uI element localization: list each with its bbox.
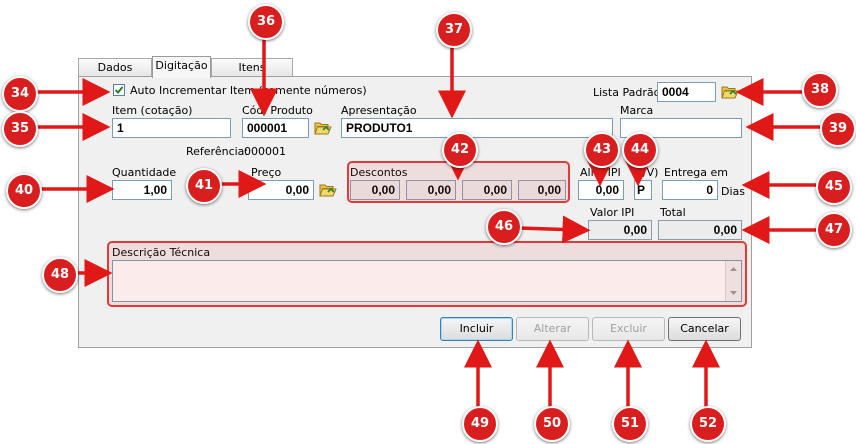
scroll-down-icon [730,291,737,295]
callout-42: 42 [442,132,478,168]
pv-label: (P/V) [632,166,659,179]
apresentacao-field[interactable]: PRODUTO1 [341,118,613,138]
auto-increment-label: Auto Incrementar Item (somente números) [130,84,367,97]
pv-field[interactable]: P [634,180,652,200]
callout-44: 44 [622,132,658,168]
quantidade-label: Quantidade [112,166,177,179]
preco-field[interactable]: 0,00 [248,180,314,200]
callout-52: 52 [690,406,726,442]
excluir-button[interactable]: Excluir [592,317,665,341]
check-icon [114,86,124,94]
quantidade-field[interactable]: 1,00 [112,180,172,200]
entrega-label: Entrega em [664,166,728,179]
apresentacao-label: Apresentação [341,104,417,117]
callout-48: 48 [42,257,78,293]
callout-39: 39 [820,111,856,147]
callout-34: 34 [2,76,38,112]
cancelar-button[interactable]: Cancelar [668,317,741,341]
desconto-field-3[interactable]: 0,00 [462,180,512,200]
item-field[interactable]: 1 [112,118,231,138]
preco-label: Preço [251,166,282,179]
total-field: 0,00 [658,220,742,240]
entrega-unit: Dias [721,185,745,198]
callout-46: 46 [486,209,522,245]
callout-35: 35 [2,111,38,147]
callout-47: 47 [816,212,852,248]
callout-43: 43 [584,132,620,168]
scroll-up-icon [730,267,737,271]
callout-45: 45 [816,169,852,205]
callout-38: 38 [802,72,838,108]
item-label: Item (cotação) [112,104,193,117]
total-label: Total [660,206,686,219]
callout-37: 37 [436,12,472,48]
cod-produto-label: Cód. Produto [242,104,313,117]
callout-50: 50 [534,406,570,442]
desconto-field-2[interactable]: 0,00 [406,180,456,200]
tab-itens-lancados[interactable]: Itens Lançados [211,58,293,92]
valor-ipi-field: 0,00 [588,220,652,240]
auto-increment-checkbox[interactable] [113,84,125,96]
tab-dados-gerais[interactable]: Dados Gerais [78,58,152,92]
cod-produto-field[interactable]: 000001 [242,118,309,138]
entrega-field[interactable]: 0 [662,180,718,200]
incluir-button[interactable]: Incluir [440,317,513,341]
scrollbar[interactable] [725,261,741,301]
descricao-label: Descrição Técnica [112,246,211,259]
aliq-ipi-field[interactable]: 0,00 [578,180,624,200]
callout-40: 40 [6,173,42,209]
lista-padrao-field[interactable]: 0004 [657,82,716,102]
valor-ipi-label: Valor IPI [590,206,635,219]
alterar-button[interactable]: Alterar [516,317,589,341]
marca-label: Marca [620,104,654,117]
referencia-value: 000001 [244,145,286,158]
folder-open-icon[interactable] [314,120,332,136]
callout-51: 51 [612,406,648,442]
tab-digitacao[interactable]: Digitação [152,56,211,78]
tab-label: Digitação [155,59,208,72]
callout-36: 36 [248,4,284,40]
descricao-textarea[interactable] [112,260,742,302]
referencia-label: Referência: [186,145,249,158]
desconto-field-4[interactable]: 0,00 [518,180,566,200]
lista-padrao-label: Lista Padrão: [593,86,665,99]
folder-open-icon[interactable] [319,182,337,198]
callout-49: 49 [462,406,498,442]
folder-open-icon[interactable] [721,84,739,100]
desconto-field-1[interactable]: 0,00 [350,180,400,200]
marca-field[interactable] [620,118,742,138]
callout-41: 41 [186,168,222,204]
descontos-label: Descontos [350,166,408,179]
